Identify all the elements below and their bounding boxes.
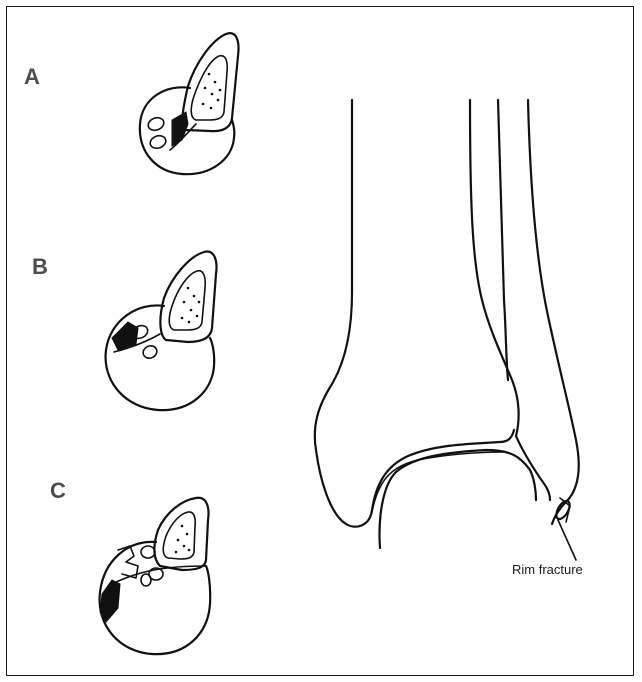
cross-section-b — [106, 252, 217, 411]
cross-section-c — [100, 498, 211, 654]
cross-section-a — [140, 33, 239, 174]
ankle-frontal-view — [315, 100, 579, 560]
rim-fracture-label: Rim fracture — [512, 562, 583, 577]
